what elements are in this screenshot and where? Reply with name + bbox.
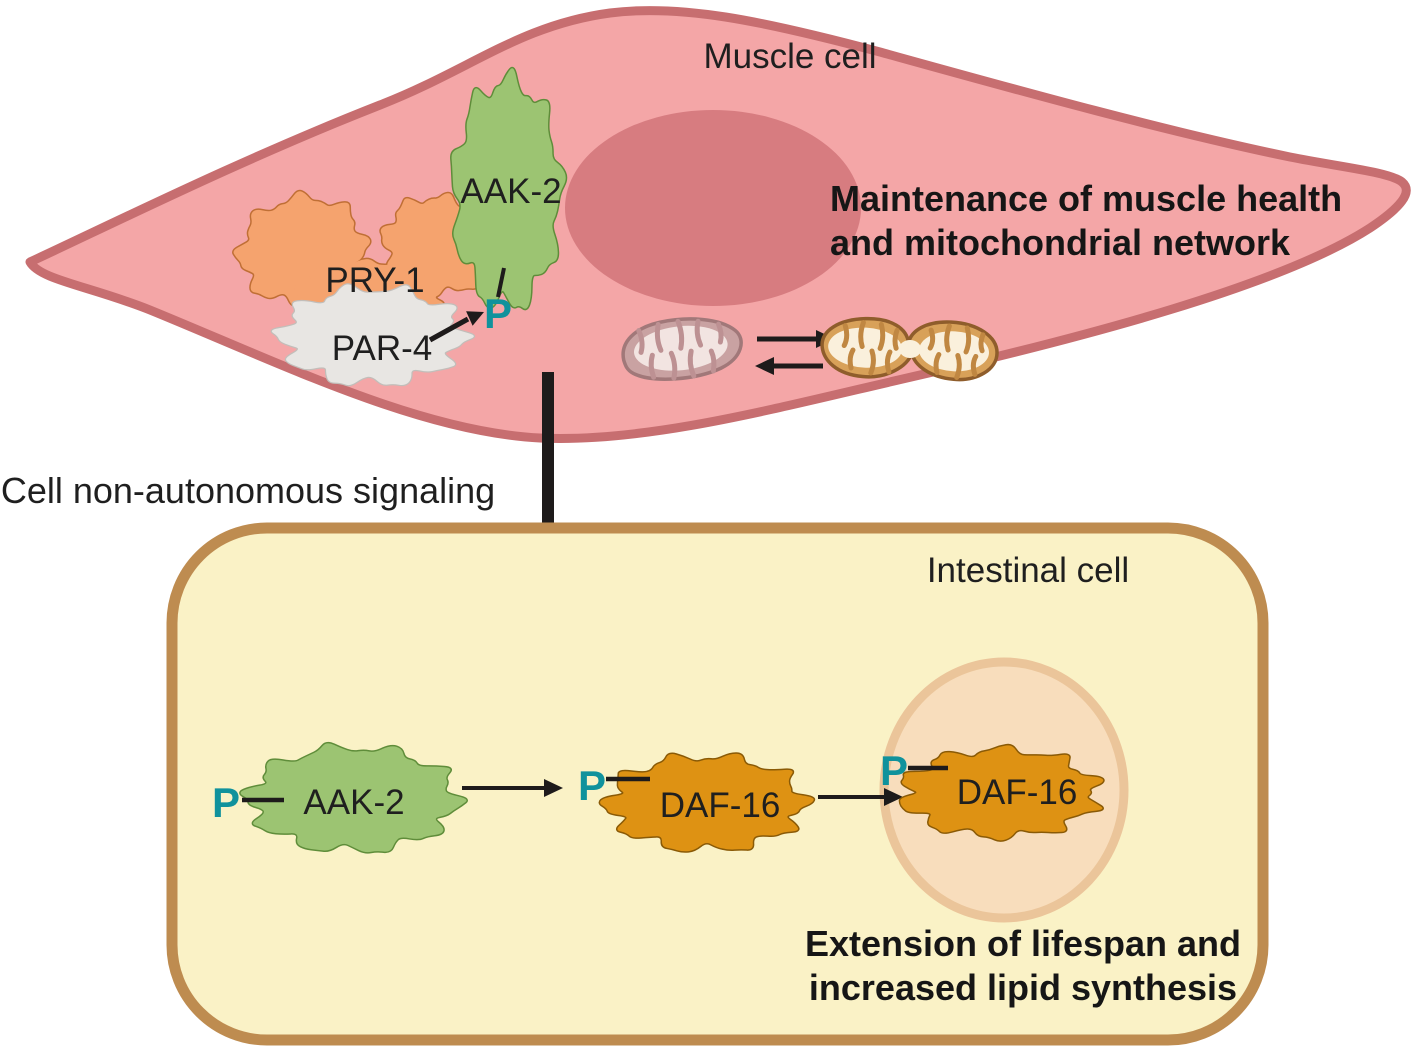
aak2-intestinal-label: AAK-2 [303,782,405,822]
phosphate-connectors [242,765,948,803]
muscle-cell-label: Muscle cell [703,36,877,76]
intestinal-annotation-line1: Extension of lifespan and [804,923,1242,964]
mitochondria-pair-icon [820,316,999,382]
muscle-annotation: Maintenance of muscle health and mitocho… [830,177,1342,265]
phosphate-muscle-label: P [483,289,513,337]
daf16-nuclear-protein-blob [898,743,1105,842]
intestinal-annotation-line2: increased lipid synthesis [808,967,1238,1008]
aak2-phosphate-stem [496,267,506,298]
aak2-to-daf16-arrow [462,779,563,797]
muscle-annotation-line1: Maintenance of muscle health [830,178,1343,219]
par4-label: PAR-4 [331,328,433,368]
intestinal-cell-label: Intestinal cell [926,550,1130,590]
daf16-cytoplasmic-protein-blob [598,752,816,853]
par4-phosphorylation-arrow [428,311,484,343]
par4-protein-blob [270,283,476,387]
muscle-nucleus [565,110,861,306]
aak2-muscle-protein-blob [450,66,568,311]
daf16-nuclear-label: DAF-16 [956,772,1078,812]
daf16-cytoplasmic-label: DAF-16 [659,785,781,825]
muscle-annotation-line2: and mitochondrial network [830,222,1291,263]
signaling-label: Cell non-autonomous signaling [0,470,496,512]
daf16-nuclear-translocation-arrow [818,788,903,806]
phosphate-daf16-nuclear-label: P [879,746,909,794]
pry1-label: PRY-1 [325,260,425,300]
intestinal-annotation: Extension of lifespan and increased lipi… [805,922,1241,1010]
aak2-muscle-label: AAK-2 [460,171,562,211]
aak2-intestinal-protein-blob [239,741,468,854]
mitochondrion-icon [621,317,743,381]
phosphate-daf16-label: P [577,761,607,809]
phosphate-aak2-label: P [211,778,241,826]
